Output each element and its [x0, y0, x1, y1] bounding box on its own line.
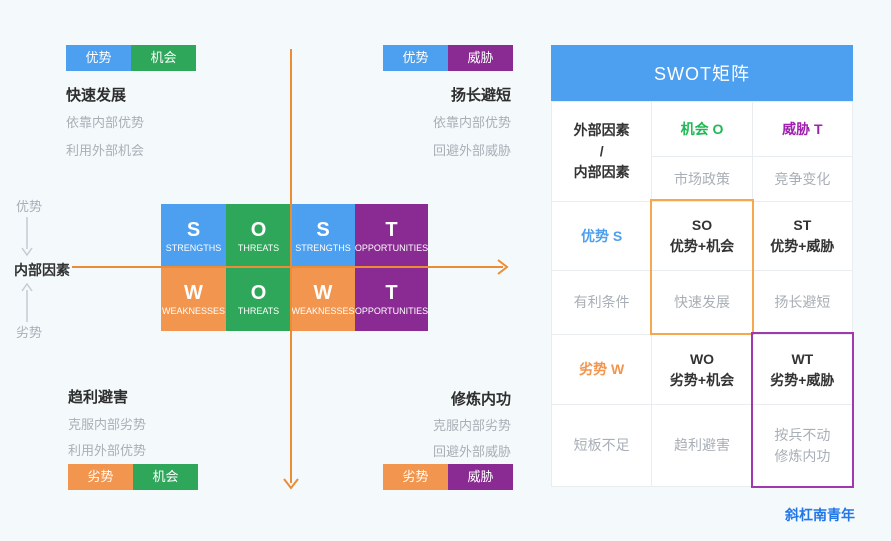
threat-tag: 威胁 — [448, 464, 513, 490]
bottom-left-tags: 劣势 机会 — [68, 464, 198, 490]
wt-strategy-cell: WT 劣势+威胁 — [752, 335, 852, 404]
axis-bottom-label: 劣势 — [16, 325, 43, 340]
block-letter: W — [184, 282, 203, 305]
wt-sub: 劣势+威胁 — [770, 371, 835, 388]
corner-line1: 外部因素 — [573, 122, 630, 138]
so-strategy-cell: SO 优势+机会 — [652, 202, 752, 270]
axis-center-label: 内部因素 — [14, 262, 70, 278]
block-letter: T — [385, 218, 398, 241]
threat-example-cell: 竞争变化 — [752, 157, 852, 201]
st-strategy-cell: ST 优势+威胁 — [752, 202, 852, 270]
block-word: THREATS — [237, 306, 280, 317]
block-letter: T — [385, 282, 398, 305]
top-right-line1: 依靠内部优势 — [432, 115, 511, 130]
block-letter: S — [316, 218, 330, 241]
block-word: STRENGTHS — [165, 242, 222, 253]
block-word: OPPORTUNITIES — [354, 242, 429, 253]
corner-line2: / — [599, 143, 604, 159]
bottom-right-line2: 回避外部威胁 — [432, 444, 511, 459]
table-title: SWOT矩阵 — [551, 45, 853, 101]
opportunity-example-cell: 市场政策 — [652, 157, 752, 201]
block-letter: O — [250, 282, 267, 305]
table-body: 外部因素 / 内部因素 机会 O 威胁 T 市场政策 竞争变化 优势 S SO … — [551, 101, 853, 487]
opportunities-block: T OPPORTUNITIES — [355, 204, 428, 268]
top-left-title: 快速发展 — [66, 87, 127, 104]
block-letter: S — [186, 218, 201, 241]
top-right-tags: 优势 威胁 — [383, 45, 513, 71]
opportunity-head-cell: 机会 O — [652, 102, 752, 156]
strength-tag: 优势 — [383, 45, 448, 71]
wo-title: WO — [689, 350, 715, 367]
bottom-right-line1: 克服内部劣势 — [432, 418, 511, 433]
weakness-head-cell: 劣势 W — [552, 335, 652, 404]
so-title: SO — [691, 217, 713, 233]
block-letter: W — [313, 282, 333, 305]
top-right-line2: 回避外部威胁 — [432, 143, 511, 158]
block-word: STRENGTHS — [295, 242, 351, 253]
weaknesses-block: W WEAKNESSES — [161, 267, 226, 331]
down-arrow-icon — [283, 478, 299, 490]
top-right-title: 扬长避短 — [450, 87, 511, 104]
corner-line3: 内部因素 — [573, 164, 630, 180]
threat-tag: 威胁 — [448, 45, 513, 71]
swot-blocks-grid: S STRENGTHS O THREATS S STRENGTHS T OPPO… — [161, 204, 428, 331]
so-sub: 优势+机会 — [669, 238, 735, 254]
axis-top-label: 优势 — [16, 199, 43, 214]
strengths-block: S STRENGTHS — [291, 204, 355, 268]
weakness-tag: 劣势 — [383, 464, 448, 490]
bottom-right-title: 修炼内功 — [450, 391, 511, 408]
top-left-line1: 依靠内部优势 — [66, 115, 145, 130]
strength-tag: 优势 — [66, 45, 131, 71]
opportunity-tag: 机会 — [131, 45, 196, 71]
right-arrow-icon — [497, 259, 509, 275]
bottom-right-tags: 劣势 威胁 — [383, 464, 513, 490]
strength-head-cell: 优势 S — [552, 202, 652, 270]
opportunity-tag: 机会 — [133, 464, 198, 490]
weakness-tag: 劣势 — [68, 464, 133, 490]
top-left-tags: 优势 机会 — [66, 45, 196, 71]
block-letter: O — [250, 218, 267, 241]
block-word: WEAKNESSES — [161, 306, 226, 317]
st-sub: 优势+威胁 — [770, 238, 835, 254]
wt-title: WT — [791, 350, 814, 367]
top-left-line2: 利用外部机会 — [66, 143, 145, 158]
weaknesses-block: W WEAKNESSES — [291, 267, 355, 331]
gray-down-arrow-icon — [21, 247, 33, 257]
threat-head-cell: 威胁 T — [752, 102, 852, 156]
st-example-cell: 扬长避短 — [752, 271, 852, 334]
threats-block: O THREATS — [226, 267, 291, 331]
swot-matrix-table: SWOT矩阵 外部因素 / 内部因素 机会 O 威胁 T 市场政策 竞争变化 优… — [551, 45, 854, 488]
wo-sub: 劣势+机会 — [669, 371, 735, 388]
wt-example-cell: 按兵不动 修炼内功 — [752, 405, 852, 486]
st-title: ST — [793, 217, 812, 233]
block-word: THREATS — [237, 242, 280, 253]
wt-example-line1: 按兵不动 — [774, 426, 831, 443]
threats-block: O THREATS — [226, 204, 291, 268]
bottom-left-line2: 利用外部优势 — [68, 443, 147, 458]
watermark: 斜杠南青年 — [785, 507, 855, 523]
wo-strategy-cell: WO 劣势+机会 — [652, 335, 752, 404]
strengths-block: S STRENGTHS — [161, 204, 226, 268]
corner-cell: 外部因素 / 内部因素 — [552, 102, 652, 201]
gray-up-arrow-icon — [21, 282, 33, 292]
weakness-example-cell: 短板不足 — [552, 405, 652, 486]
so-example-cell: 快速发展 — [652, 271, 752, 334]
bottom-left-title: 趋利避害 — [68, 389, 129, 406]
bottom-left-line1: 克服内部劣势 — [68, 417, 147, 432]
wt-example-line2: 修炼内功 — [774, 447, 831, 464]
block-word: OPPORTUNITIES — [354, 306, 429, 317]
opportunities-block: T OPPORTUNITIES — [354, 267, 429, 331]
strength-example-cell: 有利条件 — [552, 271, 652, 334]
wo-example-cell: 趋利避害 — [652, 405, 752, 486]
block-word: WEAKNESSES — [291, 306, 355, 317]
